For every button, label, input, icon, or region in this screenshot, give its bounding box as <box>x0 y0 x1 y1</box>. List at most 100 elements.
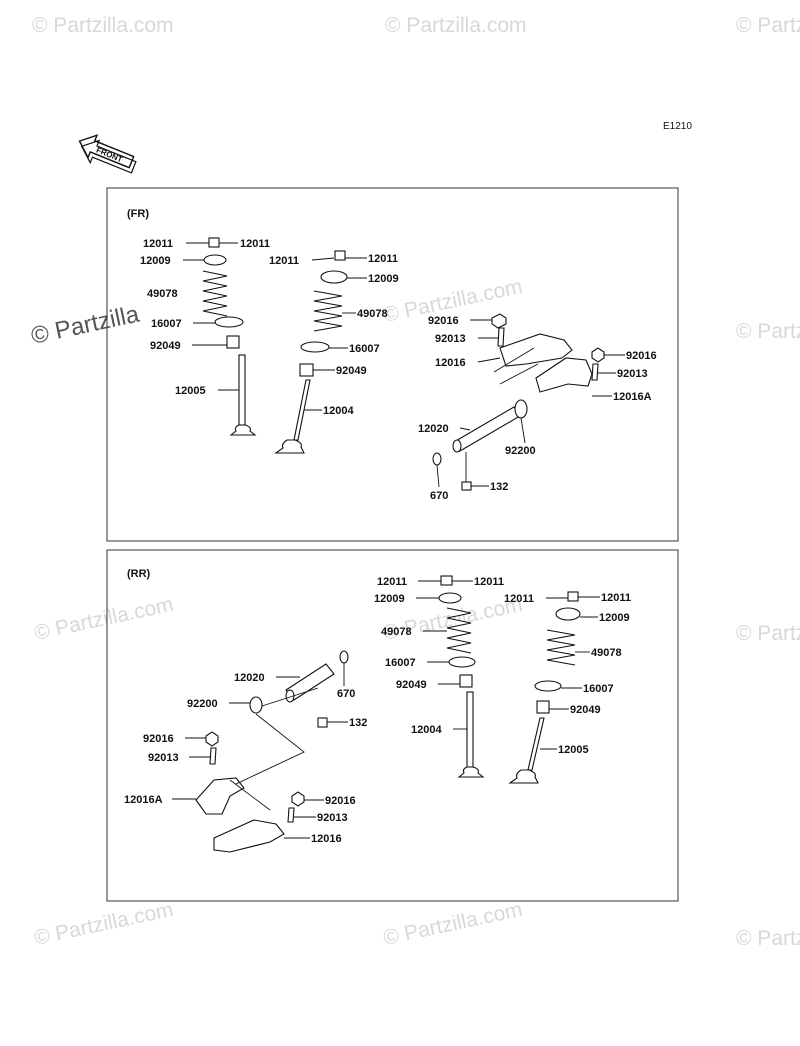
o-ring-670 <box>432 452 442 466</box>
o-ring-92200 <box>514 399 528 419</box>
part-label: 670 <box>430 490 448 502</box>
valve-stem <box>466 691 474 768</box>
adjuster-nut <box>205 731 219 747</box>
rr-valve-assembly-right <box>508 591 581 784</box>
spring-retainer <box>203 254 227 266</box>
valve-head <box>274 439 305 454</box>
part-label: 16007 <box>583 683 614 695</box>
part-label: 12005 <box>558 744 589 756</box>
part-label: 12016 <box>311 833 342 845</box>
part-label: 12011 <box>377 576 407 588</box>
watermark: © Partzilla.com <box>736 622 800 645</box>
part-label: 12011 <box>269 255 299 267</box>
part-label: 132 <box>490 481 508 493</box>
part-label: 12016A <box>613 391 652 403</box>
adjuster-screw <box>497 327 505 347</box>
part-label: 12011 <box>240 238 270 250</box>
rr-callouts: 12011 12011 12009 49078 16007 92049 1200… <box>124 576 631 845</box>
stem-seal <box>226 335 240 349</box>
rr-rocker-assembly <box>195 650 349 853</box>
spring-retainer <box>320 270 348 284</box>
bolt-132 <box>461 481 472 491</box>
part-label: 670 <box>337 688 355 700</box>
watermark: © Partzilla.com <box>381 898 524 950</box>
rocker-arm-a <box>535 357 593 393</box>
front-arrow-icon: FRONT <box>78 134 137 174</box>
valve-head <box>457 766 485 778</box>
fr-panel-label: (FR) <box>127 208 149 220</box>
watermark: © Partzilla.com <box>736 320 800 343</box>
adjuster-screw <box>209 747 217 765</box>
part-label: 92049 <box>336 365 367 377</box>
part-label: 49078 <box>147 288 178 300</box>
valve-keeper <box>334 250 346 261</box>
watermark: © Partzilla.com <box>32 898 175 950</box>
fr-callouts: 12011 12011 12009 49078 16007 92049 1200… <box>140 238 657 502</box>
spring-seat <box>300 341 330 353</box>
rocker-arm-a <box>195 777 245 815</box>
part-label: 12011 <box>368 253 398 265</box>
part-label: 12020 <box>418 423 449 435</box>
part-label: 92049 <box>396 679 427 691</box>
fr-valve-assembly-right <box>274 250 348 454</box>
part-label: 12009 <box>374 593 405 605</box>
part-label: 12005 <box>175 385 206 397</box>
part-label: 92049 <box>150 340 181 352</box>
part-label: 16007 <box>385 657 416 669</box>
assembly-line <box>465 347 539 482</box>
rr-panel <box>106 549 679 902</box>
bolt-132 <box>317 717 328 728</box>
part-label: 12009 <box>599 612 630 624</box>
part-label: 12011 <box>143 238 173 250</box>
valve-spring <box>202 270 228 317</box>
part-label: 16007 <box>151 318 182 330</box>
spring-retainer <box>438 592 462 604</box>
part-label: 12016 <box>435 357 466 369</box>
assembly-line <box>229 687 319 811</box>
part-label: 12011 <box>504 593 534 605</box>
watermark: © Partzilla.com <box>32 14 174 37</box>
rr-valve-assembly-left <box>438 575 485 778</box>
adjuster-screw <box>287 807 295 823</box>
stem-seal <box>459 674 473 688</box>
watermark: © Partzilla.com <box>736 14 800 37</box>
part-label: 92016 <box>143 733 174 745</box>
part-label: 12016A <box>124 794 163 806</box>
spring-seat <box>448 656 476 668</box>
valve-stem <box>527 717 545 771</box>
valve-head <box>508 769 539 784</box>
watermark: © Partzilla.com <box>32 593 175 645</box>
adjuster-nut <box>491 313 507 329</box>
spring-retainer <box>555 607 581 621</box>
valve-stem <box>293 379 311 441</box>
adjuster-nut <box>291 791 305 807</box>
part-label: 16007 <box>349 343 380 355</box>
part-label: 12009 <box>140 255 171 267</box>
rr-panel-label: (RR) <box>127 568 151 580</box>
watermark: © Partzilla.com <box>736 927 800 950</box>
part-label: 92013 <box>617 368 648 380</box>
part-label: 12004 <box>411 724 442 736</box>
rocker-shaft-end <box>452 439 462 453</box>
rocker-arm <box>213 819 285 853</box>
valve-keeper <box>567 591 579 602</box>
part-label: 49078 <box>591 647 622 659</box>
spring-seat <box>534 680 562 692</box>
part-label: 92016 <box>626 350 657 362</box>
part-label: 132 <box>349 717 367 729</box>
valve-spring <box>546 629 576 666</box>
valve-keeper <box>440 575 453 586</box>
valve-keeper <box>208 237 220 248</box>
part-label: 12011 <box>601 592 631 604</box>
part-label: 92049 <box>570 704 601 716</box>
part-label: 49078 <box>357 308 388 320</box>
part-label: 12009 <box>368 273 399 285</box>
adjuster-nut <box>591 347 605 363</box>
fr-valve-assembly-left <box>202 237 257 436</box>
part-label: 92013 <box>317 812 348 824</box>
watermark: © Partzilla <box>29 301 143 350</box>
stem-seal <box>536 700 550 714</box>
spring-seat <box>214 316 244 328</box>
stem-seal <box>299 363 314 377</box>
